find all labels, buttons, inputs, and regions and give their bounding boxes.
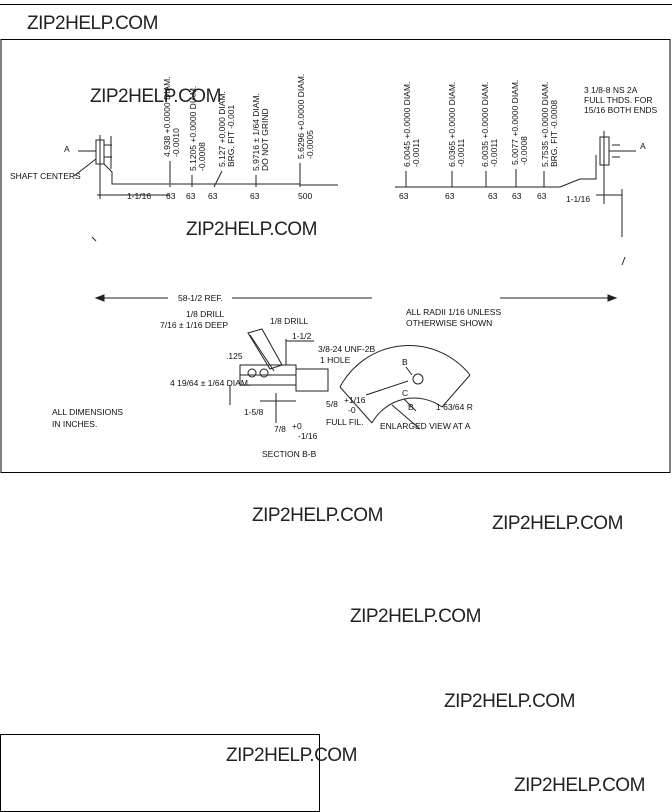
section-caption: SECTION B-B	[262, 449, 317, 459]
surface-finish: 63	[166, 191, 176, 201]
diameter-tolerance: -0.0011	[411, 139, 421, 167]
diameter-tolerance: -0.0011	[489, 139, 499, 167]
surface-finish: 63	[537, 191, 547, 201]
section-b-b	[229, 328, 329, 423]
diameter-tolerance: BRG. FIT -0.0008	[549, 100, 559, 167]
section-mark-b: B	[402, 357, 408, 367]
watermark: ZIP2HELP.COM	[444, 691, 575, 712]
diameter-callout: 6.0045 +0.0000 DIAM.	[402, 82, 412, 167]
chamfer-dimension: .125	[226, 351, 243, 361]
left-end-dimension: 1-1/16	[127, 191, 151, 201]
fillet-note: FULL FIL.	[326, 417, 363, 427]
tolerance-plus: +0	[292, 421, 302, 431]
units-note: IN INCHES.	[52, 419, 97, 429]
diameter-tolerance: DO NOT GRIND	[260, 108, 270, 171]
diameter-callout: 6.0035 +0.0000 DIAM.	[480, 82, 490, 167]
vdim: 5.9716 ± 1/64 DIAM. DO NOT GRIND 63	[250, 93, 270, 201]
overall-length-line	[94, 294, 618, 302]
tolerance-minus: -0	[348, 405, 356, 415]
surface-finish: 63	[488, 191, 498, 201]
vdim: 5.1205 +0.0000 DIAM. -0.0008 63	[186, 86, 207, 201]
radii-note: ALL RADII 1/16 UNLESS	[406, 307, 501, 317]
surface-finish: 63	[250, 191, 260, 201]
tolerance-minus: -1/16	[298, 431, 318, 441]
radius-callout: 1 63/64 R	[436, 402, 473, 412]
drill-callout: 1/8 DRILL	[270, 316, 309, 326]
right-end-dimension: 1-1/16	[566, 194, 590, 204]
watermark: ZIP2HELP.COM	[350, 606, 481, 627]
shaft-centers-label: SHAFT CENTERS	[10, 171, 81, 181]
section-dimension: 5/8	[326, 399, 338, 409]
surface-finish: 63	[208, 191, 218, 201]
drill-depth: 7/16 ± 1/16 DEEP	[160, 320, 228, 330]
detail-mark-c: C	[402, 388, 408, 398]
diameter-callout: 4.938 +0.0000 DIAM.	[162, 76, 172, 157]
diameter-callout: 5.1205 +0.0000 DIAM.	[188, 86, 198, 171]
vdim: 5.7535 +0.0000 DIAM. BRG. FIT -0.0008 63	[537, 82, 559, 201]
diameter-tolerance: BRG. FIT -0.001	[226, 105, 236, 167]
diameter-callout: 5.127 +0.000 DIAM.	[217, 91, 227, 167]
technical-drawing: A SHAFT CENTERS 1-1/16 A 1-1/16 3 1/8-8 …	[0, 39, 671, 473]
surface-finish: 63	[445, 191, 455, 201]
diameter-tolerance: -0.0011	[456, 139, 466, 167]
watermark: ZIP2HELP.COM	[226, 745, 357, 766]
diameter-tolerance: -0.0008	[519, 136, 529, 165]
drill-callout: 1/8 DRILL	[186, 309, 225, 319]
enlarged-view	[339, 345, 471, 430]
top-rule	[0, 4, 672, 5]
watermark: ZIP2HELP.COM	[90, 86, 221, 107]
thread-hole-count: 1 HOLE	[320, 355, 351, 365]
section-mark-a-left: A	[64, 144, 70, 154]
units-note: ALL DIMENSIONS	[52, 407, 123, 417]
section-dimension: 7/8	[274, 424, 286, 434]
section-dimension: 1-5/8	[244, 407, 264, 417]
section-dimension: 1-1/2	[292, 331, 312, 341]
vdim: 6.0365 +0.0000 DIAM. -0.0011 63	[445, 82, 466, 201]
thread-note: 3 1/8-8 NS 2A	[584, 85, 638, 95]
diameter-callout: 5.0077 +0.0000 DIAM.	[510, 80, 520, 165]
surface-finish: 63	[399, 191, 409, 201]
vdim: 6.0035 +0.0000 DIAM. -0.0011 63	[480, 82, 499, 201]
thread-note: 15/16 BOTH ENDS	[584, 105, 658, 115]
section-mark-a-right: A	[640, 141, 646, 151]
diameter-tolerance: -0.0005	[305, 130, 315, 159]
watermark: ZIP2HELP.COM	[514, 775, 645, 796]
vdim: 4.938 +0.0000 DIAM. -0.0010 63	[162, 76, 181, 201]
watermark: ZIP2HELP.COM	[186, 219, 317, 240]
diameter-callout: 5.7535 +0.0000 DIAM.	[540, 82, 550, 167]
vdim: 5.0077 +0.0000 DIAM. -0.0008 63	[510, 80, 529, 201]
diameter-callout: 5.6296 +0.0000 DIAM.	[296, 74, 306, 159]
surface-finish: 500	[298, 191, 312, 201]
thread-callout: 3/8-24 UNF-2B	[318, 344, 375, 354]
diameter-callout: 4 19/64 ± 1/64 DIAM.	[170, 378, 250, 388]
diameter-tolerance: -0.0008	[197, 142, 207, 171]
vdim: 5.127 +0.000 DIAM. BRG. FIT -0.001 63	[208, 91, 236, 201]
watermark: ZIP2HELP.COM	[27, 13, 158, 34]
shaft-right-end	[395, 131, 636, 266]
tolerance-plus: +1/16	[344, 395, 366, 405]
watermark: ZIP2HELP.COM	[492, 513, 623, 534]
diameter-callout: 5.9716 ± 1/64 DIAM.	[251, 93, 261, 171]
overall-length-label: 58-1/2 REF.	[178, 293, 223, 303]
section-mark-b: B	[408, 402, 414, 412]
thread-note: FULL THDS. FOR	[584, 95, 652, 105]
watermark: ZIP2HELP.COM	[252, 505, 383, 526]
surface-finish: 63	[186, 191, 196, 201]
surface-finish: 63	[512, 191, 522, 201]
radii-note: OTHERWISE SHOWN	[406, 318, 492, 328]
diameter-tolerance: -0.0010	[171, 128, 181, 157]
diameter-callout: 6.0365 +0.0000 DIAM.	[447, 82, 457, 167]
enlarged-view-caption: ENLARGED VIEW AT A	[380, 421, 471, 431]
vdim: 6.0045 +0.0000 DIAM. -0.0011 63	[399, 82, 421, 201]
vdim: 5.6296 +0.0000 DIAM. -0.0005 500	[296, 74, 315, 201]
